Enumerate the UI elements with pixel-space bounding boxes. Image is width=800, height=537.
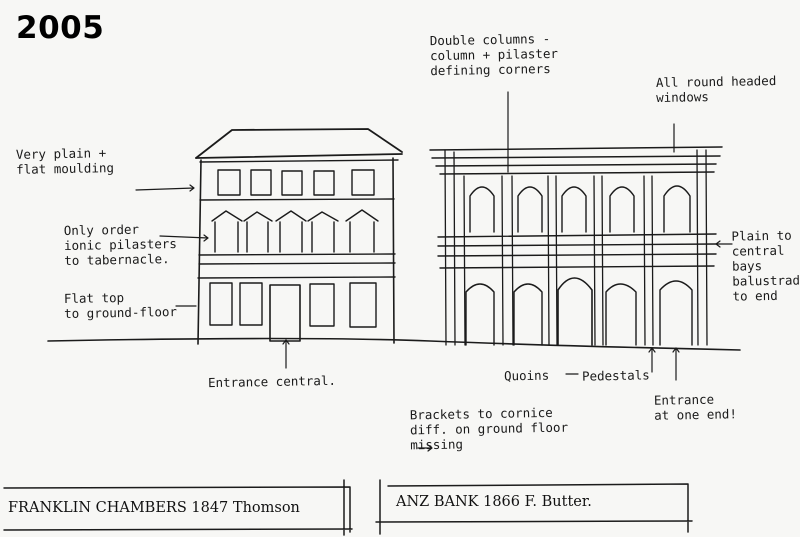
year-label: 2005 [16, 10, 105, 46]
annotation-round-windows: All round headed windows [655, 72, 777, 106]
annotation-plain-bays: Plain to central bays balustrade to end [731, 227, 800, 304]
annotation-quoins: Quoins [503, 367, 550, 384]
anz-bank-building [417, 91, 733, 452]
annotation-double-columns: Double columns - column + pilaster defin… [429, 31, 559, 79]
annotation-plain-moulding: Very plain + flat moulding [15, 145, 115, 177]
annotation-entrance-one-end: Entrance at one end! [653, 391, 738, 423]
caption-box-right [375, 479, 693, 535]
annotation-pedestals: Pedestals [581, 367, 650, 384]
annotation-brackets: Brackets to cornice diff. on ground floo… [409, 404, 569, 453]
caption-box-left [3, 479, 353, 536]
annotation-entrance-central: Entrance central. [207, 372, 337, 391]
annotation-flat-top: Flat top to ground-floor [63, 289, 178, 321]
caption-anz-bank: ANZ BANK 1866 F. Butter. [396, 494, 592, 510]
ground-line [47, 337, 741, 351]
franklin-chambers-building [135, 128, 403, 369]
annotation-pilasters: Only order ionic pilasters to tabernacle… [63, 221, 178, 268]
caption-franklin-chambers: FRANKLIN CHAMBERS 1847 Thomson [8, 500, 300, 516]
